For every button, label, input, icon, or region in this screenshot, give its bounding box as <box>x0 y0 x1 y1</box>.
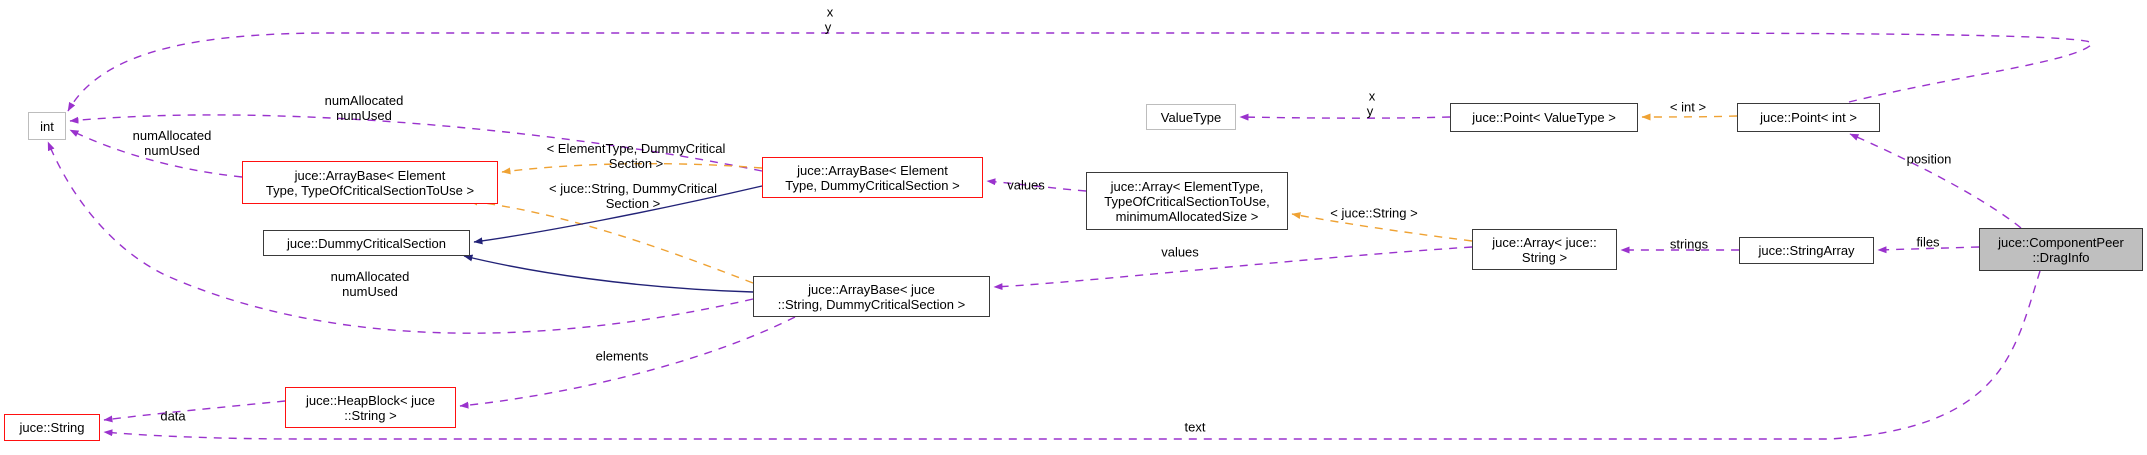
edge-label-template-string-dummy-line1: < juce::String, DummyCritical <box>549 181 717 196</box>
node-array-template-line2: TypeOfCriticalSectionToUse, <box>1104 193 1270 209</box>
edge-numallocated-arraybase-element-dummy-to-int <box>69 114 763 172</box>
node-componentpeer-draginfo-line1: juce::ComponentPeer <box>1998 234 2124 250</box>
edge-label-text: text <box>1184 419 1206 435</box>
node-componentpeer-draginfo-line2: ::DragInfo <box>2032 249 2090 265</box>
edge-label-x-top: x <box>826 4 834 20</box>
node-stringarray[interactable]: juce::StringArray <box>1739 237 1874 264</box>
edge-data-heapblock-to-string <box>103 400 286 423</box>
node-array-template-line3: minimumAllocatedSize > <box>1115 208 1259 224</box>
edge-label-numallocated-mid-line2: numUsed <box>144 143 200 158</box>
node-int[interactable]: int <box>28 112 66 140</box>
node-point-int-label: juce::Point< int > <box>1760 110 1857 125</box>
node-point-valuetype-label: juce::Point< ValueType > <box>1472 110 1616 125</box>
node-arraybase-element-dummy-line2: Type, DummyCriticalSection > <box>785 177 960 193</box>
node-arraybase-string-dummy-line1: juce::ArrayBase< juce <box>808 281 935 297</box>
edge-label-values-lower: values <box>1161 244 1199 260</box>
edge-template-array-string-to-array-template <box>1291 212 1473 242</box>
edge-label-template-element-dummy: < ElementType, DummyCritical Section > <box>547 141 726 171</box>
edge-label-template-element-dummy-line2: Section > <box>608 156 664 171</box>
edge-label-y-valuetype: y <box>1366 103 1374 119</box>
edge-label-y-top: y <box>824 19 832 35</box>
edge-label-files: files <box>1916 234 1940 250</box>
node-arraybase-element-dummy-line1: juce::ArrayBase< Element <box>797 162 948 178</box>
edge-xy-point-int-to-int <box>67 32 2093 112</box>
node-arraybase-element-dummy[interactable]: juce::ArrayBase< Element Type, DummyCrit… <box>762 157 983 198</box>
node-dummycriticalsection-label: juce::DummyCriticalSection <box>287 235 446 251</box>
edge-template-point-int-to-point-valuetype <box>1641 113 1738 121</box>
node-arraybase-template[interactable]: juce::ArrayBase< Element Type, TypeOfCri… <box>242 161 498 204</box>
edge-template-arraybase-string-dummy-to-arraybase-template <box>468 198 754 284</box>
edge-label-x-valuetype: x <box>1368 88 1376 104</box>
edge-label-numallocated-mid-line1: numAllocated <box>132 128 212 143</box>
node-string-label: juce::String <box>19 420 85 435</box>
node-array-string-line1: juce::Array< juce:: <box>1492 234 1597 250</box>
node-array-template[interactable]: juce::Array< ElementType, TypeOfCritical… <box>1086 172 1288 230</box>
node-componentpeer-draginfo: juce::ComponentPeer ::DragInfo <box>1979 228 2143 271</box>
node-point-int[interactable]: juce::Point< int > <box>1737 103 1880 132</box>
node-valuetype-label: ValueType <box>1160 109 1222 125</box>
edge-label-numallocated-lower-line1: numAllocated <box>330 269 410 284</box>
edge-label-elements: elements <box>595 348 649 364</box>
edge-xy-point-valuetype-to-valuetype <box>1239 113 1451 121</box>
node-dummycriticalsection[interactable]: juce::DummyCriticalSection <box>263 230 470 256</box>
node-arraybase-string-dummy[interactable]: juce::ArrayBase< juce ::String, DummyCri… <box>753 276 990 317</box>
edge-values-array-string-to-arraybase-string-dummy <box>993 246 1473 291</box>
edge-label-numallocated-mid: numAllocated numUsed <box>133 128 212 158</box>
node-array-template-line1: juce::Array< ElementType, <box>1110 178 1264 194</box>
edge-position-draginfo-to-point-int <box>1849 133 2022 229</box>
node-heapblock-line2: ::String > <box>344 407 397 423</box>
node-heapblock[interactable]: juce::HeapBlock< juce ::String > <box>285 387 456 428</box>
edge-elements-arraybase-string-dummy-to-heapblock <box>459 316 796 409</box>
node-valuetype[interactable]: ValueType <box>1146 104 1236 130</box>
edge-numallocated-arraybase-string-dummy-to-int <box>47 141 754 334</box>
edge-label-strings: strings <box>1669 236 1709 252</box>
node-array-string-line2: String > <box>1521 249 1568 265</box>
edge-label-numallocated-upper-line1: numAllocated <box>324 93 404 108</box>
edge-arraybase-element-dummy-to-dummycriticalsection <box>473 185 763 245</box>
edge-files-draginfo-to-stringarray <box>1877 246 1980 254</box>
node-string[interactable]: juce::String <box>4 414 100 441</box>
edge-arraybase-string-dummy-to-dummycriticalsection <box>463 254 754 293</box>
edge-label-position: position <box>1906 151 1952 167</box>
edge-label-numallocated-upper-line2: numUsed <box>336 108 392 123</box>
node-point-valuetype[interactable]: juce::Point< ValueType > <box>1450 103 1638 132</box>
edge-label-numallocated-lower-line2: numUsed <box>342 284 398 299</box>
edge-numallocated-arraybase-template-to-int <box>69 129 243 178</box>
edge-label-template-juce-string: < juce::String > <box>1330 205 1418 221</box>
edge-label-template-string-dummy-line2: Section > <box>605 196 661 211</box>
edge-label-values-upper: values <box>1007 177 1045 193</box>
node-stringarray-label: juce::StringArray <box>1758 243 1855 258</box>
edge-label-numallocated-upper: numAllocated numUsed <box>325 93 404 123</box>
edge-values-array-template-to-arraybase-element-dummy <box>986 178 1087 192</box>
node-arraybase-template-line2: Type, TypeOfCriticalSectionToUse > <box>265 182 475 198</box>
edge-label-template-string-dummy: < juce::String, DummyCritical Section > <box>549 181 717 211</box>
edge-label-template-element-dummy-line1: < ElementType, DummyCritical <box>546 141 726 156</box>
node-array-string[interactable]: juce::Array< juce:: String > <box>1472 229 1617 270</box>
edge-label-data: data <box>160 408 186 424</box>
node-arraybase-string-dummy-line2: ::String, DummyCriticalSection > <box>777 296 966 312</box>
edge-label-template-int: < int > <box>1669 99 1707 115</box>
edge-label-numallocated-lower: numAllocated numUsed <box>331 269 410 299</box>
node-int-label: int <box>40 118 54 134</box>
node-arraybase-template-line1: juce::ArrayBase< Element <box>294 167 446 183</box>
node-heapblock-line1: juce::HeapBlock< juce <box>306 392 435 408</box>
